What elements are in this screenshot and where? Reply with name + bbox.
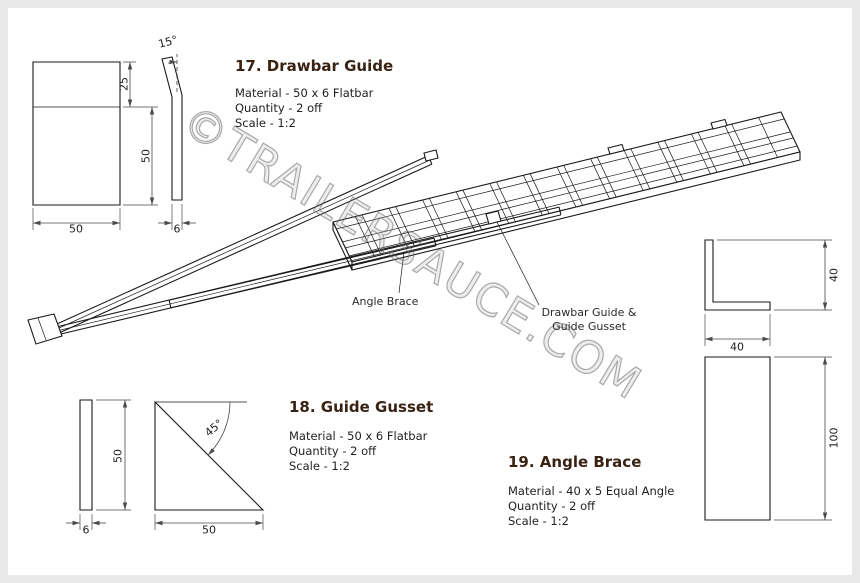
corner-angle-arc (207, 401, 231, 456)
spec-scale: Scale - 1:2 (508, 514, 569, 528)
callout-line-1: Drawbar Guide & (541, 306, 637, 319)
angle-section-outline (704, 239, 771, 311)
trailer-isometric-view (27, 111, 801, 345)
callout-line-2: Guide Gusset (552, 320, 626, 333)
dim-label-drawbar-thickness: 6 (173, 222, 181, 236)
spec-material: Material - 50 x 6 Flatbar (235, 86, 374, 100)
guide-gusset-views (66, 399, 265, 530)
gusset-triangle-outline (154, 400, 265, 511)
section-title-guide-gusset: 18. Guide Gusset (289, 398, 434, 416)
rail-inner-edges (335, 118, 798, 257)
callout-angle-brace: Angle Brace (352, 295, 419, 308)
drawbar-guide-side-view (158, 54, 196, 230)
spec-block-angle-brace: Material - 40 x 5 Equal Angle Quantity -… (508, 484, 674, 529)
spec-quantity: Quantity - 2 off (508, 499, 596, 513)
hitch-coupler (27, 313, 63, 345)
spec-block-guide-gusset: Material - 50 x 6 Flatbar Quantity - 2 o… (289, 429, 427, 474)
drawbar-guide-front-view (32, 61, 158, 230)
drawbar-guide-bracket (485, 210, 502, 225)
callout-drawbar-guide: Drawbar Guide & Guide Gusset (534, 306, 644, 334)
gusset-edge-view (79, 399, 93, 511)
deck-mount-tabs (607, 118, 728, 155)
dim-label-brace-base: 40 (730, 340, 744, 354)
deck-near-rail-face (351, 151, 801, 271)
angle-brace-leader (398, 251, 405, 294)
spec-quantity: Quantity - 2 off (289, 444, 377, 458)
spec-scale: Scale - 1:2 (235, 116, 296, 130)
dim-label-brace-length: 100 (827, 427, 841, 449)
section-title-drawbar-guide: 17. Drawbar Guide (235, 57, 394, 75)
dim-label-gusset-thickness: 6 (82, 523, 90, 537)
bend-angle-arc (168, 59, 178, 65)
extension-lines (171, 204, 183, 230)
arm-end-bracket (423, 149, 439, 162)
drawbar-guide-leader (496, 221, 540, 306)
spec-scale: Scale - 1:2 (289, 459, 350, 473)
hitch-coupler-detail (37, 317, 47, 341)
center-longitudinal-rail (341, 131, 794, 249)
dim-label-drawbar-width: 50 (69, 222, 83, 236)
dim-label-gusset-height: 50 (111, 449, 125, 463)
spec-material: Material - 40 x 5 Equal Angle (508, 484, 675, 498)
angle-brace-member (168, 237, 437, 309)
drawbar-arm-upper-flange (47, 159, 431, 334)
brace-flat-outline (704, 356, 771, 521)
dim-label-gusset-base: 50 (202, 523, 216, 537)
section-title-angle-brace: 19. Angle Brace (508, 453, 642, 471)
side-profile-outline (161, 56, 183, 201)
leader-lines (398, 221, 540, 306)
dim-label-drawbar-bend-top: 25 (117, 77, 131, 91)
dim-label-drawbar-bend-bottom: 50 (139, 149, 153, 163)
extension-lines (704, 239, 832, 521)
dim-label-brace-leg: 40 (827, 268, 841, 282)
front-view-outline (32, 61, 121, 206)
spec-quantity: Quantity - 2 off (235, 101, 323, 115)
angle-brace-views (704, 239, 832, 521)
spec-material: Material - 50 x 6 Flatbar (289, 429, 428, 443)
drawbar-arm-lower-flange (47, 210, 561, 334)
spec-block-drawbar-guide: Material - 50 x 6 Flatbar Quantity - 2 o… (235, 86, 373, 131)
